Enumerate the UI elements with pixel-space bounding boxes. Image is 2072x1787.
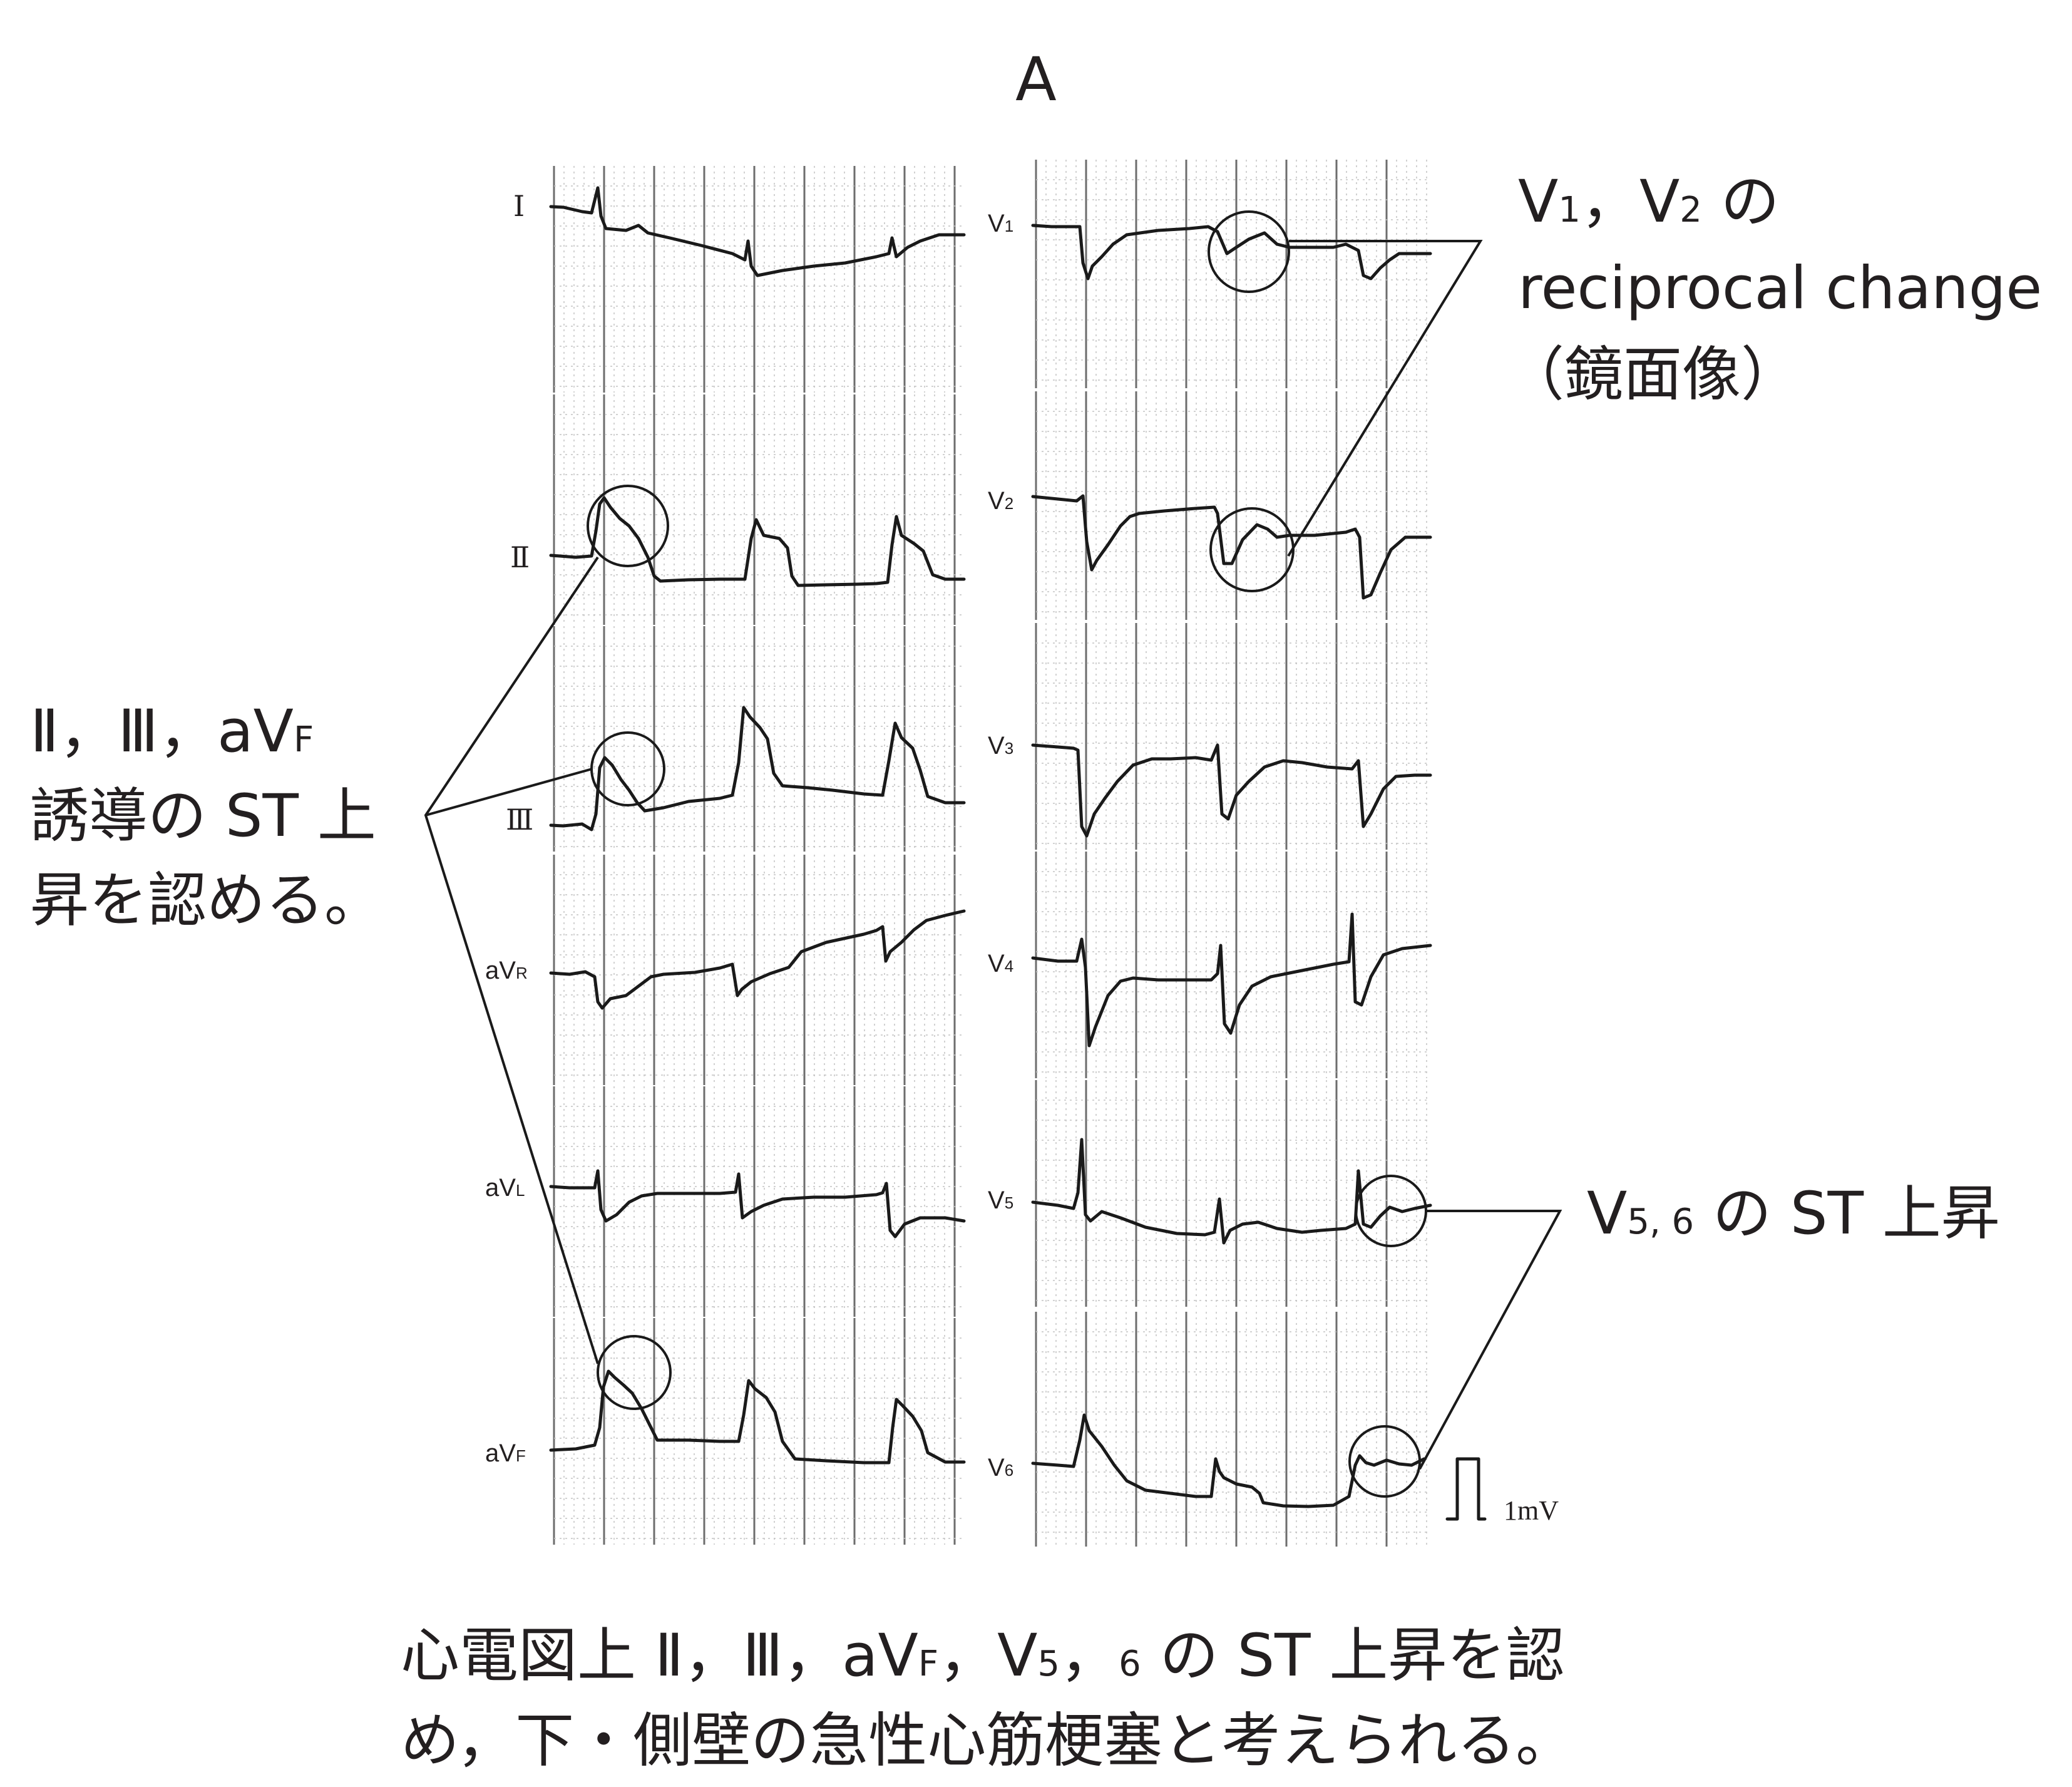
grid-panel-V2	[1035, 391, 1430, 620]
trace-aVF	[549, 1369, 966, 1465]
inferior-line-2: 誘導の ST 上	[30, 782, 376, 850]
leader-lines	[424, 240, 1562, 1470]
highlight-circle-aVF	[597, 1335, 672, 1410]
trace-I	[549, 186, 966, 277]
calibration-label: 1mV	[1504, 1495, 1559, 1526]
leader-line-inferior-III	[425, 768, 593, 816]
lead-label-I: Ⅰ	[513, 190, 525, 222]
annotation-lateral: V5, 6 の ST 上昇	[1587, 1180, 2000, 1248]
lead-label-aVR: aVR	[485, 957, 528, 984]
ecg-traces	[549, 186, 1432, 1508]
lateral-line: V5, 6 の ST 上昇	[1587, 1180, 2000, 1248]
reciprocal-line-3: （鏡面像）	[1505, 341, 1800, 409]
trace-aVR	[549, 909, 966, 1010]
figure-label: A	[1015, 44, 1057, 115]
chest-lead-labels: V1 V2 V3 V4 V5 V6	[988, 210, 1013, 1481]
grid-panel-aVR	[553, 855, 964, 1085]
leader-line-lateral	[1418, 1210, 1562, 1470]
trace-V6	[1031, 1413, 1426, 1508]
grid-panel-V3	[1035, 623, 1430, 850]
grid-panel-aVF	[553, 1318, 964, 1545]
grid-panel-I	[553, 166, 964, 393]
grid-panel-V4	[1035, 852, 1430, 1078]
highlight-circle-V1	[1208, 210, 1290, 293]
grid-panel-II	[553, 394, 964, 625]
lead-label-V1: V1	[988, 210, 1013, 237]
ecg-grid-panels	[553, 160, 1430, 1547]
lead-label-V4: V4	[988, 950, 1013, 977]
trace-V1	[1031, 224, 1432, 281]
annotation-inferior: Ⅱ，Ⅲ，aVF 誘導の ST 上 昇を認める。	[30, 698, 383, 935]
reciprocal-line-1: V1，V2 の	[1518, 168, 1780, 236]
grid-panel-III	[553, 626, 964, 852]
lead-label-III: Ⅲ	[506, 804, 533, 836]
inferior-line-3: 昇を認める。	[30, 867, 383, 935]
calibration-mark	[1445, 1457, 1487, 1521]
lead-label-V2: V2	[988, 487, 1013, 515]
trace-aVL	[549, 1169, 966, 1239]
caption-line-1: 心電図上 Ⅱ，Ⅲ，aVF，V5，6 の ST 上昇を認	[401, 1622, 1564, 1690]
grid-panel-aVL	[553, 1086, 964, 1317]
lead-label-aVL: aVL	[485, 1174, 525, 1202]
trace-II	[549, 496, 966, 587]
grid-panel-V6	[1035, 1312, 1430, 1547]
caption-line-2: め，下・側壁の急性心筋梗塞と考えられる。	[401, 1707, 1574, 1775]
figure-caption: 心電図上 Ⅱ，Ⅲ，aVF，V5，6 の ST 上昇を認 め，下・側壁の急性心筋梗…	[401, 1622, 1574, 1775]
limb-lead-labels: Ⅰ Ⅱ Ⅲ aVR aVL aVF	[485, 190, 533, 1467]
lead-label-II: Ⅱ	[510, 542, 530, 574]
trace-V3	[1031, 743, 1432, 838]
trace-III	[549, 706, 966, 832]
st-highlight-circles	[587, 210, 1427, 1498]
grid-panel-V1	[1035, 160, 1430, 388]
highlight-circle-V6	[1348, 1425, 1421, 1498]
lead-label-V5: V5	[988, 1187, 1013, 1214]
trace-V2	[1031, 494, 1432, 600]
lead-label-aVF: aVF	[485, 1439, 526, 1467]
trace-V4	[1031, 912, 1432, 1048]
inferior-line-1: Ⅱ，Ⅲ，aVF	[30, 698, 314, 766]
trace-V5	[1031, 1138, 1432, 1245]
calibration-pulse: 1mV	[1445, 1457, 1559, 1526]
grid-panel-V5	[1035, 1080, 1430, 1307]
leader-line-reciprocal	[1287, 240, 1483, 557]
lead-label-V3: V3	[988, 732, 1013, 760]
reciprocal-line-2: reciprocal change	[1518, 254, 2042, 322]
annotation-reciprocal: V1，V2 の reciprocal change （鏡面像）	[1505, 168, 2042, 409]
highlight-circle-II	[587, 485, 669, 567]
lead-label-V6: V6	[988, 1454, 1013, 1481]
